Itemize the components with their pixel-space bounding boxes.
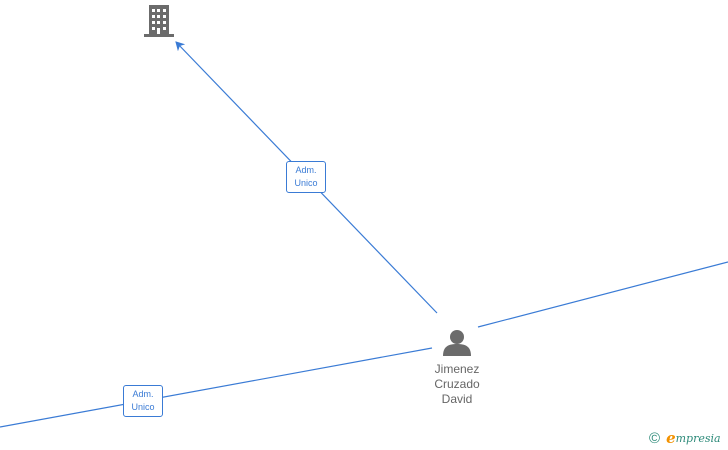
edge-label-line-1: Adm. <box>295 165 317 175</box>
person-name-line-1: Jimenez <box>434 362 480 376</box>
person-name-line-2: Cruzado <box>434 377 480 391</box>
edge-label-line-2: Unico <box>131 402 155 412</box>
edge-label-line-2: Unico <box>294 178 318 188</box>
edge-label-adm-unico-top[interactable]: Adm. Unico <box>286 161 326 193</box>
edge-label-adm-unico-left[interactable]: Adm. Unico <box>123 385 163 417</box>
person-name-line-3: David <box>441 392 473 406</box>
edge-person-to-right[interactable] <box>477 261 728 328</box>
person-node-label[interactable]: Jimenez Cruzado David <box>417 362 497 407</box>
brand-watermark: © e mpresia <box>649 428 721 448</box>
brand-logo-initial: e <box>666 429 676 447</box>
person-icon[interactable] <box>443 330 471 356</box>
copyright-icon: © <box>649 429 661 447</box>
brand-logo-text: mpresia <box>675 431 721 445</box>
edge-label-line-1: Adm. <box>132 389 154 399</box>
edge-person-to-left[interactable] <box>0 347 433 428</box>
building-icon[interactable] <box>144 5 174 37</box>
